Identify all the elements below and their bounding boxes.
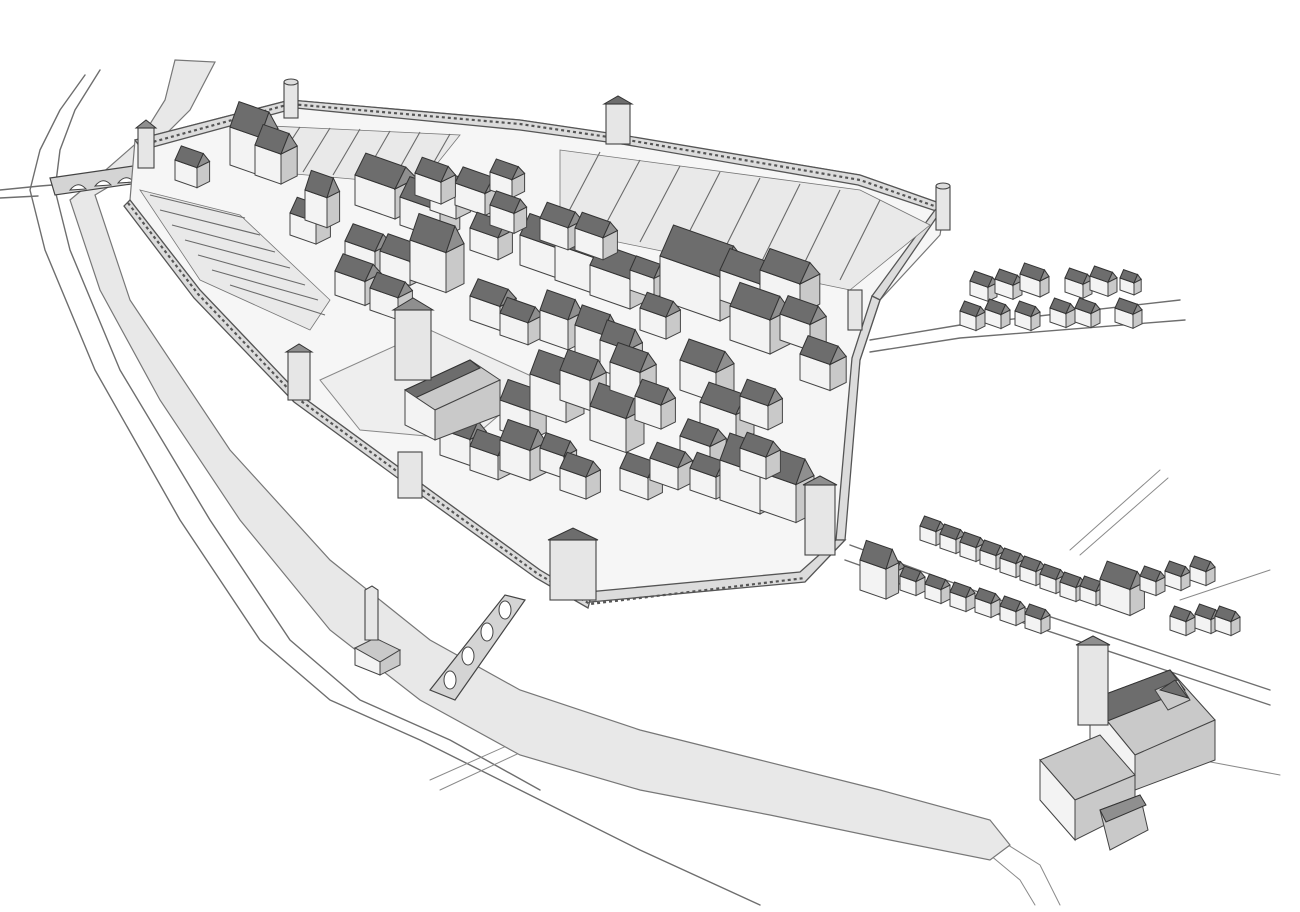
- town-house: [489, 158, 526, 199]
- town-house: [649, 441, 694, 491]
- suburb-house: [899, 565, 926, 597]
- village-house: [1114, 297, 1143, 330]
- suburb-house: [1139, 565, 1166, 597]
- tower-s3: [802, 475, 838, 556]
- suburb-house: [1164, 560, 1191, 592]
- suburb-house: [999, 595, 1026, 627]
- church: [391, 297, 502, 441]
- tower-s1: [284, 343, 314, 401]
- village-house: [1074, 297, 1101, 329]
- tower-se: [847, 289, 863, 331]
- town-house: [779, 295, 827, 352]
- suburb-house: [1169, 605, 1196, 637]
- town-house: [469, 211, 514, 261]
- stone-bridge: [429, 594, 526, 701]
- town-house: [634, 378, 677, 430]
- tower-nw: [134, 119, 158, 169]
- tower-ne: [602, 95, 634, 145]
- suburb-house: [1214, 605, 1241, 637]
- outlying-village: [959, 262, 1143, 332]
- town-house: [254, 123, 298, 185]
- suburb-street: [859, 515, 1241, 637]
- tower-n: [283, 78, 299, 119]
- town-house: [409, 212, 465, 294]
- town-house: [559, 451, 602, 500]
- suburb-house: [959, 531, 986, 563]
- landscape-lines: [0, 69, 1281, 906]
- town-house: [799, 335, 847, 392]
- village-house: [1089, 265, 1118, 298]
- town-house: [334, 253, 383, 307]
- town-house: [174, 145, 211, 189]
- village-house: [969, 270, 998, 303]
- gate-tower-south: [547, 527, 599, 601]
- suburb-house: [1024, 603, 1051, 635]
- town-house: [574, 211, 619, 261]
- village-house: [1019, 262, 1050, 298]
- village-house: [1119, 268, 1142, 296]
- town-house: [489, 190, 528, 235]
- riverside-gatehouse: [353, 585, 402, 676]
- tower-s2: [397, 451, 423, 499]
- abbey: [1039, 635, 1216, 851]
- town-house: [639, 291, 682, 340]
- village-house: [1049, 297, 1076, 329]
- village-house: [984, 298, 1011, 330]
- suburb-house: [949, 581, 976, 613]
- suburb-house: [1189, 555, 1216, 587]
- village-house: [1064, 267, 1093, 300]
- town-buildings: [174, 100, 847, 524]
- town-house: [414, 156, 457, 205]
- town-house: [739, 431, 782, 480]
- suburb-house: [974, 587, 1001, 619]
- town-house: [499, 296, 544, 346]
- village-house: [994, 268, 1023, 301]
- town-house: [559, 348, 607, 412]
- suburb-house: [924, 573, 951, 605]
- town-house: [739, 378, 784, 431]
- burgage-plots-west: [139, 189, 331, 331]
- river: [69, 59, 1011, 861]
- suburb-house: [1099, 560, 1146, 617]
- village-house: [1014, 300, 1041, 332]
- tower-e: [935, 182, 951, 231]
- suburb-house: [859, 539, 900, 600]
- town-house: [304, 169, 341, 229]
- village-house: [959, 300, 986, 332]
- wall-towers: [134, 78, 951, 601]
